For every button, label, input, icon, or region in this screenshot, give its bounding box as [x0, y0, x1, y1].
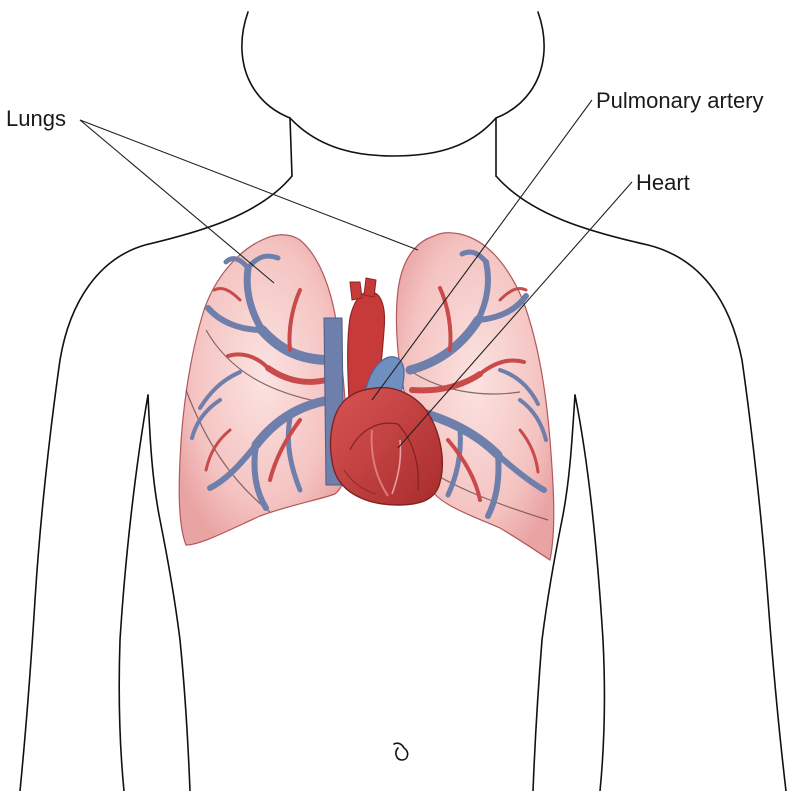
heart-label: Heart — [636, 170, 690, 195]
lungs-label: Lungs — [6, 106, 66, 131]
left-lung — [396, 233, 553, 560]
lungs-leader-left — [80, 120, 418, 250]
pulmonary-artery-label: Pulmonary artery — [596, 88, 764, 113]
navel-mark — [394, 743, 408, 760]
lungs-leader-right — [80, 120, 274, 283]
